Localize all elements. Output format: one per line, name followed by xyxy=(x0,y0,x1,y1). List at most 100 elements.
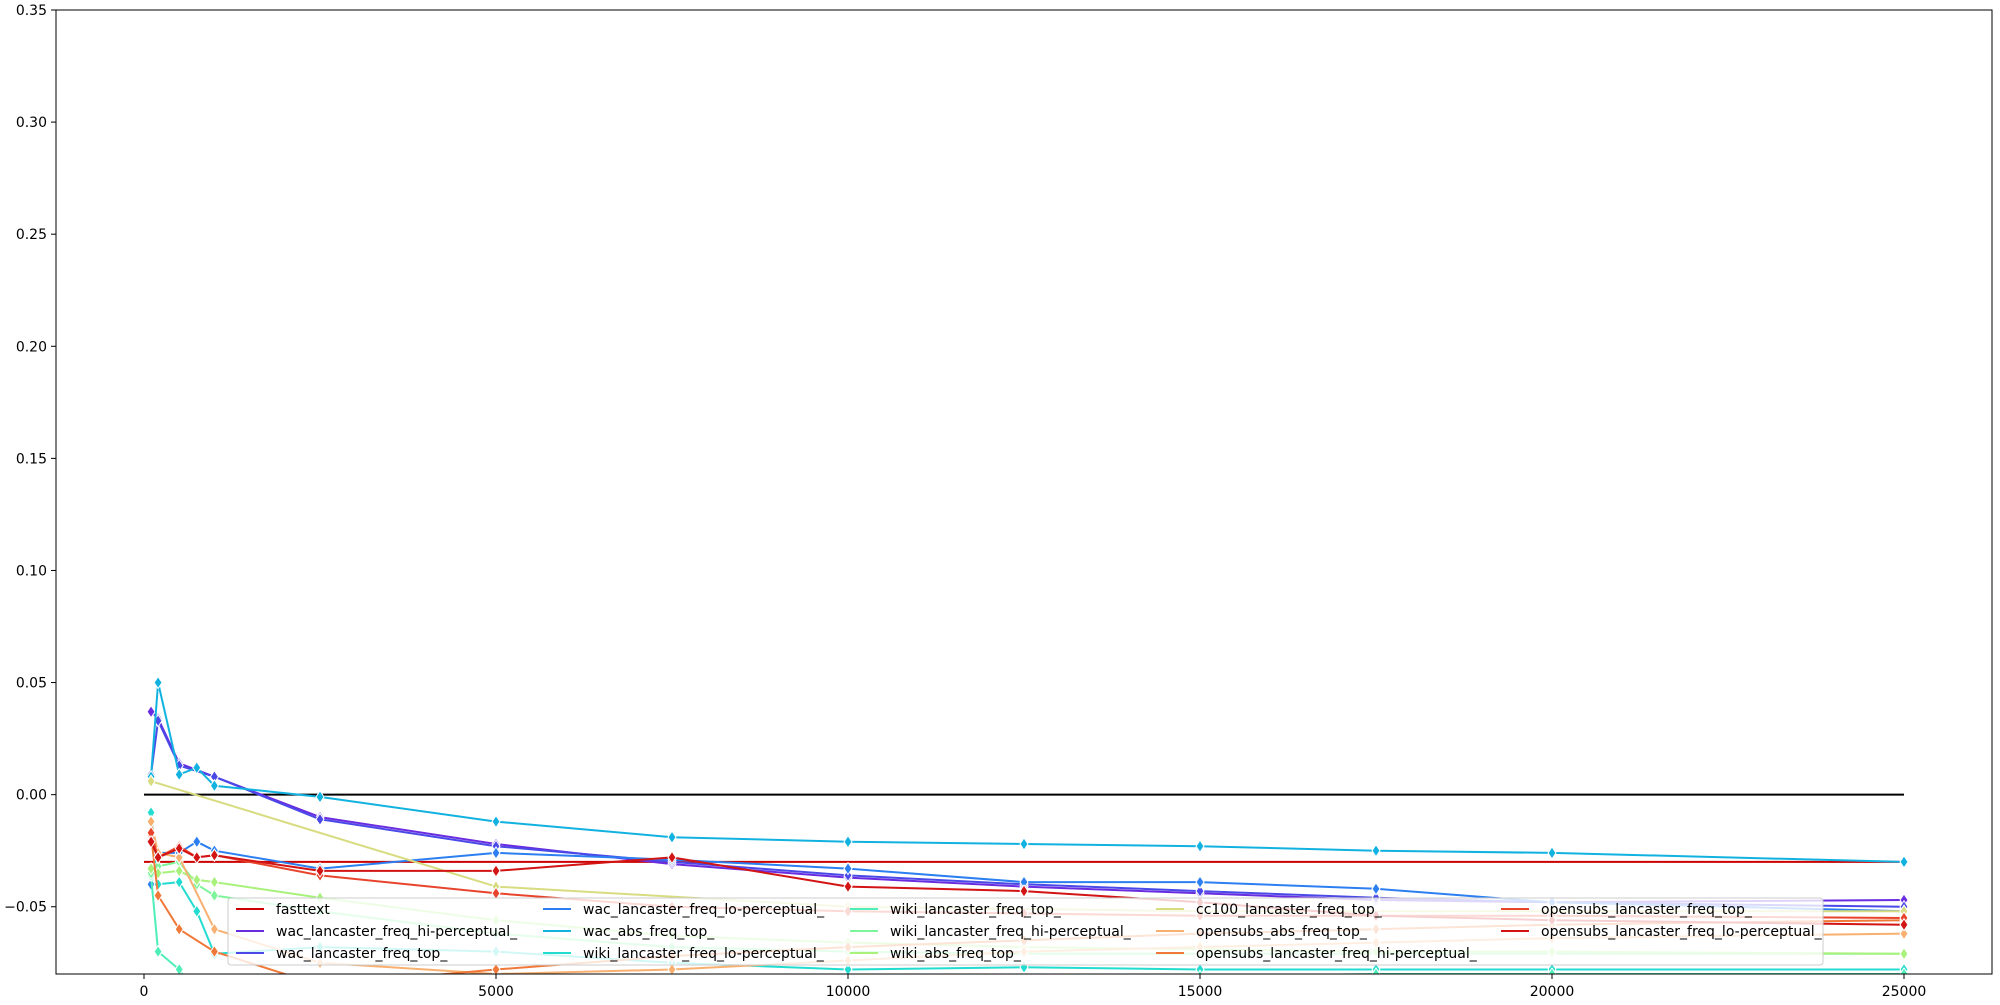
data-point xyxy=(192,760,202,775)
data-point xyxy=(146,704,156,719)
legend-item: wac_abs_freq_top_ xyxy=(543,924,715,940)
data-point xyxy=(174,863,184,878)
data-point xyxy=(146,814,156,829)
data-point xyxy=(843,861,853,876)
legend-label: wiki_abs_freq_top_ xyxy=(890,946,1022,962)
data-point xyxy=(1547,846,1557,860)
data-point xyxy=(209,888,220,903)
data-point xyxy=(209,778,220,793)
y-tick-label: 0.10 xyxy=(16,563,47,579)
data-point xyxy=(843,962,853,974)
y-tick-label: 0.30 xyxy=(16,115,47,131)
series-1 xyxy=(146,704,1909,910)
data-point xyxy=(1899,926,1909,941)
data-point xyxy=(209,875,220,889)
legend-label: wac_abs_freq_top_ xyxy=(583,924,715,940)
data-point xyxy=(491,962,501,974)
data-point xyxy=(146,774,156,789)
x-tick-label: 5000 xyxy=(478,984,514,1000)
data-point xyxy=(667,850,677,865)
series-4 xyxy=(146,675,1909,869)
legend-item: cc100_lancaster_freq_top_ xyxy=(1156,902,1383,918)
series-line xyxy=(150,710,1905,904)
y-tick-label: 0.35 xyxy=(16,3,47,19)
legend-item: opensubs_lancaster_freq_lo-perceptual_ xyxy=(1501,924,1823,940)
series-line xyxy=(150,719,1905,908)
data-point xyxy=(1899,967,1909,974)
y-tick-label: 0.25 xyxy=(16,227,47,243)
data-point xyxy=(315,863,325,878)
legend-label: wac_lancaster_freq_lo-perceptual_ xyxy=(583,902,825,918)
data-point xyxy=(153,888,163,903)
data-point xyxy=(491,814,501,829)
legend-label: opensubs_abs_freq_top_ xyxy=(1196,924,1368,940)
legend-label: opensubs_lancaster_freq_lo-perceptual_ xyxy=(1541,924,1823,940)
data-point xyxy=(192,834,202,849)
data-point xyxy=(1195,875,1205,889)
x-tick-label: 15000 xyxy=(1178,984,1223,1000)
legend-label: opensubs_lancaster_freq_hi-perceptual_ xyxy=(1196,946,1478,962)
data-point xyxy=(174,850,184,865)
data-point xyxy=(1899,855,1909,869)
data-point xyxy=(315,812,325,827)
data-point xyxy=(668,981,676,993)
data-point xyxy=(146,834,156,849)
data-point xyxy=(843,834,853,849)
y-tick-label: 0.05 xyxy=(16,676,47,692)
legend-item: wac_lancaster_freq_lo-perceptual_ xyxy=(543,902,825,918)
legend-item: wac_lancaster_freq_hi-perceptual_ xyxy=(236,924,518,940)
legend-label: wiki_lancaster_freq_hi-perceptual_ xyxy=(890,924,1132,940)
data-point xyxy=(667,962,677,974)
legend-item: wiki_lancaster_freq_lo-perceptual_ xyxy=(543,946,825,962)
y-tick-label: −0.05 xyxy=(4,900,47,916)
legend-item: opensubs_abs_freq_top_ xyxy=(1156,924,1368,940)
legend-label: wac_lancaster_freq_top_ xyxy=(276,946,448,962)
data-point xyxy=(315,789,325,804)
data-point xyxy=(316,979,324,991)
legend-label: opensubs_lancaster_freq_top_ xyxy=(1541,902,1753,918)
legend-label: wiki_lancaster_freq_top_ xyxy=(890,902,1062,918)
legend-box xyxy=(227,897,1824,966)
data-point xyxy=(1547,967,1557,974)
data-point xyxy=(209,944,220,959)
data-point xyxy=(843,879,853,894)
data-point xyxy=(1899,917,1909,932)
data-point xyxy=(1195,839,1205,854)
data-point xyxy=(153,944,163,959)
legend-item: opensubs_lancaster_freq_hi-perceptual_ xyxy=(1156,946,1478,962)
data-point xyxy=(174,875,184,889)
data-point xyxy=(1371,967,1381,974)
legend-item: wiki_abs_freq_top_ xyxy=(850,946,1022,962)
data-point xyxy=(192,850,202,865)
legend-item: opensubs_lancaster_freq_top_ xyxy=(1501,902,1753,918)
data-point xyxy=(192,904,202,919)
y-tick-label: 0.15 xyxy=(16,451,47,467)
data-point xyxy=(491,846,501,860)
data-point xyxy=(174,922,184,937)
data-point xyxy=(1899,946,1909,961)
legend-item: wiki_lancaster_freq_top_ xyxy=(850,902,1062,918)
series-line xyxy=(150,681,1905,863)
data-point xyxy=(192,872,202,887)
y-tick-label: 0.20 xyxy=(16,339,47,355)
data-point xyxy=(209,922,220,937)
data-point xyxy=(209,848,220,863)
data-point xyxy=(174,841,184,856)
legend-label: fasttext xyxy=(276,902,330,918)
legend-label: wiki_lancaster_freq_lo-perceptual_ xyxy=(583,946,825,962)
data-point xyxy=(193,990,201,1000)
x-tick-label: 10000 xyxy=(826,984,871,1000)
legend-label: wac_lancaster_freq_hi-perceptual_ xyxy=(276,924,518,940)
series-9 xyxy=(146,774,1909,919)
data-point xyxy=(491,863,501,878)
plot-frame xyxy=(55,9,1993,975)
data-point xyxy=(153,675,163,690)
legend-item: wac_lancaster_freq_top_ xyxy=(236,946,448,962)
legend-item: wiki_lancaster_freq_hi-perceptual_ xyxy=(850,924,1132,940)
legend-item: fasttext xyxy=(236,902,330,918)
y-tick-label: 0.00 xyxy=(16,788,47,804)
data-point xyxy=(1019,837,1029,851)
legend: fasttext wac_lancaster_freq_hi-perceptual… xyxy=(227,897,1824,966)
